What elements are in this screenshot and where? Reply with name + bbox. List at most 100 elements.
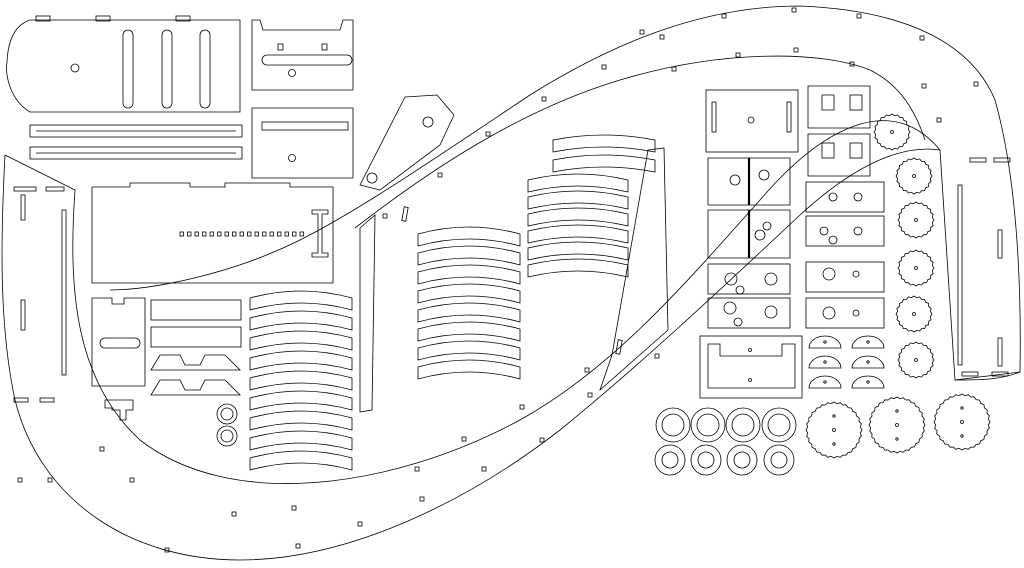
panel-hole [729,174,741,186]
u-frame-panel [699,335,803,399]
gear-hole [912,312,916,316]
notched-panel [807,133,871,177]
large-gear-disk [933,393,991,451]
ring-bore [731,413,755,437]
bracket-slot [261,121,349,131]
arc-segment [417,321,521,342]
ring-bore [697,451,715,469]
semicircle-hole [823,360,827,364]
strip-bracket [150,299,242,321]
side-slot [969,157,987,163]
frame-slot [735,52,741,58]
panel-hole [748,348,752,352]
pin-hole [224,231,229,237]
arc-segment [417,283,521,304]
base-panel [91,182,334,284]
frame-slot [921,83,927,89]
ring-washer [690,444,722,476]
frame-slot [47,477,53,483]
pin-hole [202,231,207,237]
panel-hole [828,192,838,202]
holed-panel [805,297,885,329]
frame-slot [584,367,590,373]
gear-disk [895,157,933,195]
frame-slot [99,446,105,452]
gear-disks [873,113,935,379]
arc-segment [249,430,353,451]
hook-piece [104,399,134,421]
large-gear-disks [805,393,991,459]
bracket-hole [288,154,296,162]
semicircle-hole [866,360,870,364]
panel-hole [822,306,836,320]
frame-slot [587,392,593,398]
panel-hole [748,378,752,382]
gear-disk [897,341,935,379]
side-slot [961,371,979,377]
arc-segment [417,302,521,323]
pin-hole [262,231,267,237]
tab [175,15,191,22]
ring-washer [690,407,726,443]
gear-hole [832,414,836,418]
holed-panel [805,261,885,293]
clip-slot [99,337,141,349]
panel-hole [828,235,838,245]
frame-slot [382,213,388,219]
ring-bore [767,413,791,437]
u-frame-cutout [707,343,796,389]
frame-slot [793,47,799,53]
panel-notch [821,142,835,159]
panel-hole [819,226,829,236]
panel-hole [822,267,836,281]
gear-hole [895,423,899,427]
panel-hole [764,305,778,319]
pin-hole [217,231,222,237]
bracket-notch [277,43,284,51]
pivot-hole [70,63,80,73]
gear-disk [873,113,911,151]
frame-slot [601,64,607,70]
tab [95,15,111,22]
frame-slot [437,172,443,178]
panel-hole [852,270,860,278]
ring-washer [654,444,686,476]
semicircle-hole [823,380,827,384]
strip-bracket [150,326,242,348]
semicircle-piece [851,335,885,349]
frame-slot [414,466,420,472]
ring-bore [733,451,751,469]
semicircle-piece [851,355,885,369]
semicircle-piece [851,375,885,389]
arc-segment [417,245,521,266]
side-slot [61,209,67,376]
arc-segment [527,241,629,261]
frame-slot [295,543,301,549]
side-slot [20,194,26,221]
frame-slot [671,66,677,72]
gear-disk [897,201,935,239]
i-beam-cutout [311,209,329,258]
stepped-bracket [150,354,241,371]
arc-segment [527,207,629,227]
frame-slot-holes [17,7,979,553]
panel-notch [849,94,863,111]
panel-hole [754,229,766,241]
ring-washer [763,444,795,476]
panel-hole [747,116,755,124]
outer-frame-panel [4,5,1021,484]
frame-slot [791,7,797,13]
angled-arm [359,94,455,191]
long-slot [199,29,211,109]
holed-panel [805,181,885,213]
small-ring-bore [220,429,234,443]
ring-washer [726,444,758,476]
frame-slot [541,96,547,102]
frame-slot [856,13,862,19]
panel-slot [711,101,717,133]
window-panel [705,89,799,153]
pin-hole [292,231,297,237]
panel-hole [852,309,860,317]
bracket-slot [261,54,353,66]
